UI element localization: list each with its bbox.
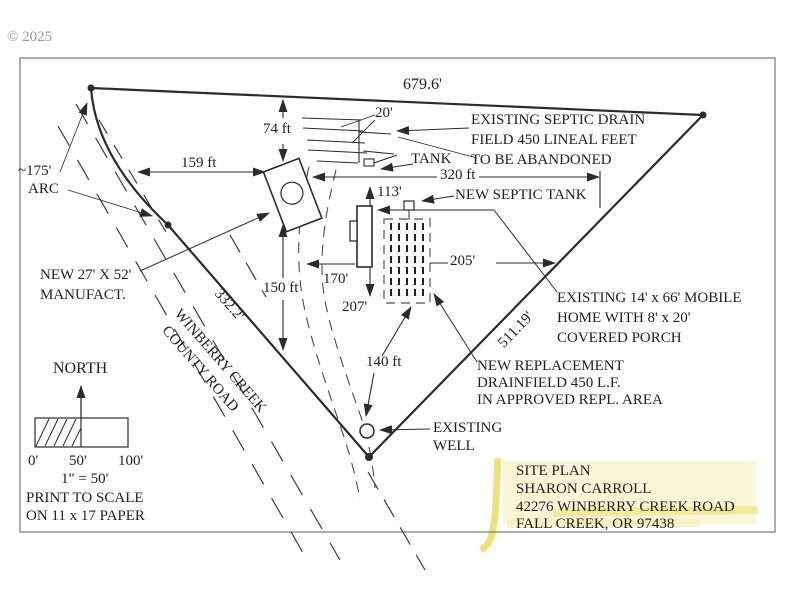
dim-150: 150 ft [263, 280, 299, 296]
new-manufactured-home [262, 157, 323, 233]
label-north: NORTH [53, 360, 108, 377]
existing-well-symbol [359, 423, 375, 439]
scale-tick-100: 100' [118, 453, 144, 469]
label-existing-septic-drain: EXISTING SEPTIC DRAIN FIELD 450 LINEAL F… [471, 112, 646, 168]
replacement-drainfield [383, 218, 431, 304]
dim-140: 140 ft [366, 354, 402, 370]
road-dashed-edges [57, 103, 426, 571]
dim-207: 207' [342, 299, 368, 315]
label-replacement-drainfield: NEW REPLACEMENT DRAINFIELD 450 L.F. IN A… [477, 358, 663, 408]
scale-tick-0: 0' [28, 453, 39, 469]
title-block: SITE PLAN SHARON CARROLL 42276 WINBERRY … [516, 463, 735, 534]
dim-74: 74 ft [263, 121, 291, 137]
property-boundary [87, 84, 707, 461]
page-frame [19, 57, 776, 533]
scale-tick-50: 50' [69, 453, 87, 469]
dim-320: 320 ft [440, 167, 476, 183]
title-block-address: 42276 WINBERRY CREEK ROAD [516, 498, 735, 515]
existing-drain-field [301, 114, 398, 167]
dim-170: 170' [323, 271, 349, 287]
scale-ratio: 1" = 50' [61, 471, 109, 487]
yellow-highlight [479, 457, 759, 554]
dim-20: 20' [375, 105, 393, 121]
label-existing-well: EXISTING WELL [433, 420, 503, 454]
scale-note-1: PRINT TO SCALE [26, 490, 144, 506]
title-block-owner: SHARON CARROLL [516, 480, 652, 497]
copyright-watermark: © 2025 [7, 29, 53, 45]
scale-note-2: ON 11 x 17 PAPER [26, 508, 145, 524]
dim-top-length: 679.6' [403, 76, 442, 93]
title-block-plan: SITE PLAN [516, 463, 591, 479]
dim-205: 205' [450, 253, 476, 269]
dim-159: 159 ft [181, 155, 217, 171]
label-new-septic-tank: NEW SEPTIC TANK [455, 187, 587, 203]
title-block-city: FALL CREEK, OR 97438 [516, 516, 675, 533]
label-tank: TANK [411, 151, 452, 167]
leader-lines [59, 102, 558, 435]
label-arc-length: ~175' [18, 163, 52, 179]
label-arc-word: ARC [28, 181, 59, 197]
dimension-lines [137, 99, 601, 417]
dim-113: 113' [377, 184, 402, 200]
existing-mobile-home [349, 205, 373, 268]
scale-bar [34, 417, 129, 448]
label-existing-mobile-home: EXISTING 14' x 66' MOBILE HOME WITH 8' x… [557, 290, 742, 346]
label-new-manufact: NEW 27' X 52' MANUFACT. [40, 267, 132, 303]
